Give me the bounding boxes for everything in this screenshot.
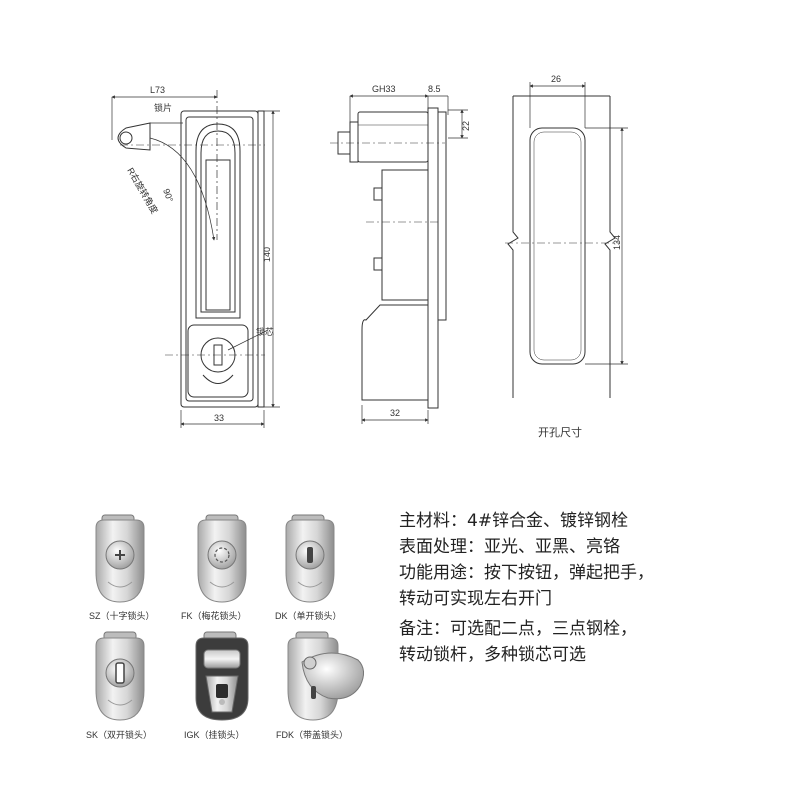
dim-height-label: 140 [262, 247, 272, 262]
dim-angle-label: 90° [161, 187, 175, 204]
dim-width-label: 33 [214, 413, 224, 423]
spec-remark: 备注：可选配二点，三点钢栓， [399, 619, 637, 639]
spec-material: 主材料：4#锌合金、镀锌钢栓 [399, 511, 629, 531]
spec-surface: 表面处理：亚光、亚黑、亮铬 [399, 537, 620, 557]
dim-core-label: 锁芯 [256, 326, 274, 337]
dim-length: L73 [150, 85, 165, 95]
dim-rotation-label: R右旋转角度 [125, 166, 160, 216]
dim-offset-label: 8.5 [428, 84, 441, 94]
spec-remark-cont: 转动锁杆，多种锁芯可选 [399, 645, 586, 665]
variant-label-igk: IGK（挂锁头） [184, 729, 245, 740]
variant-sz [95, 514, 145, 603]
cutout-view [505, 82, 628, 398]
dim-cutout-height: 134 [612, 235, 622, 250]
variant-label-dk: DK（单开锁头） [275, 610, 342, 621]
variant-fk [197, 514, 247, 603]
variant-label-fdk: FDK（带盖锁头） [276, 729, 348, 740]
spec-function-cont: 转动可实现左右开门 [399, 589, 552, 609]
dim-22-label: 22 [461, 121, 471, 131]
variant-igk [195, 631, 249, 721]
variant-fdk [287, 631, 364, 721]
dim-cutout-width: 26 [551, 74, 561, 84]
variant-dk [285, 514, 335, 603]
dim-gh-label: GH33 [372, 84, 396, 94]
cutout-caption: 开孔尺寸 [538, 425, 582, 439]
dim-depth-label: 32 [390, 408, 400, 418]
spec-block: 主材料：4#锌合金、镀锌钢栓 表面处理：亚光、亚黑、亮铬 功能用途：按下按钮，弹… [399, 508, 779, 668]
variant-label-sz: SZ（十字锁头） [89, 610, 155, 621]
variant-label-sk: SK（双开锁头） [86, 729, 152, 740]
variant-sk [95, 631, 145, 721]
variant-label-fk: FK（梅花锁头） [181, 610, 247, 621]
dim-lock-tab-label: 锁片 [154, 102, 172, 113]
front-view [111, 90, 280, 428]
side-view [330, 94, 468, 424]
spec-function: 功能用途：按下按钮，弹起把手， [399, 563, 654, 583]
